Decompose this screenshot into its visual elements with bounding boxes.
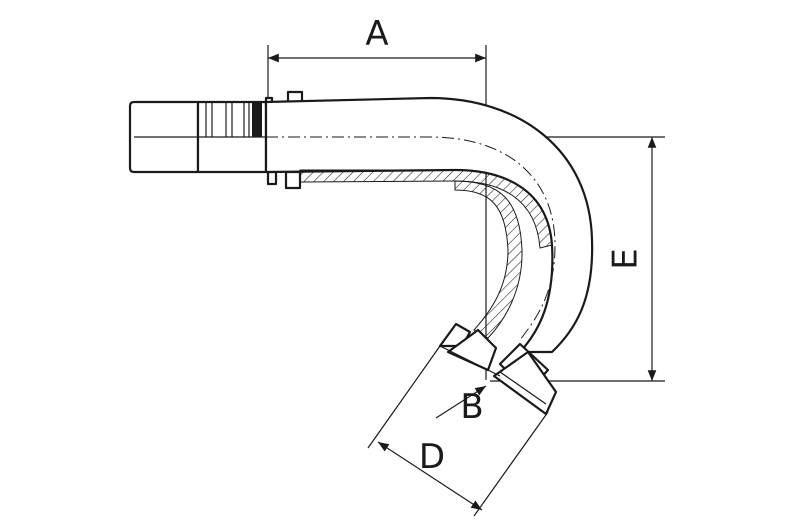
bent-tube: [134, 96, 594, 354]
dimension-b-line: [435, 385, 487, 419]
dimension-e-label: E: [606, 248, 646, 269]
tube-wall-section-top: [299, 169, 553, 249]
dimension-d-label: D: [419, 437, 445, 477]
tube-center-line: [134, 136, 556, 341]
end-flange: [438, 322, 558, 416]
dimension-d-extension-right: [473, 411, 549, 517]
tube-wall-section-bend: [454, 180, 523, 339]
dimension-b-label: B: [460, 387, 483, 427]
dimension-d: D: [367, 345, 549, 517]
flange-face-line: [499, 371, 547, 405]
dimension-d-line: [377, 441, 483, 511]
collar-bottom-right: [284, 170, 302, 190]
dimension-d-extension-left: [367, 345, 441, 449]
knurl-band: [252, 102, 262, 137]
flange-face: [492, 350, 558, 416]
dimension-a-label: A: [365, 14, 388, 54]
dimension-b-extension: [439, 345, 501, 377]
collar-bottom-left: [266, 170, 278, 186]
dimension-a: A: [267, 14, 487, 380]
dimension-b: B: [435, 345, 501, 427]
